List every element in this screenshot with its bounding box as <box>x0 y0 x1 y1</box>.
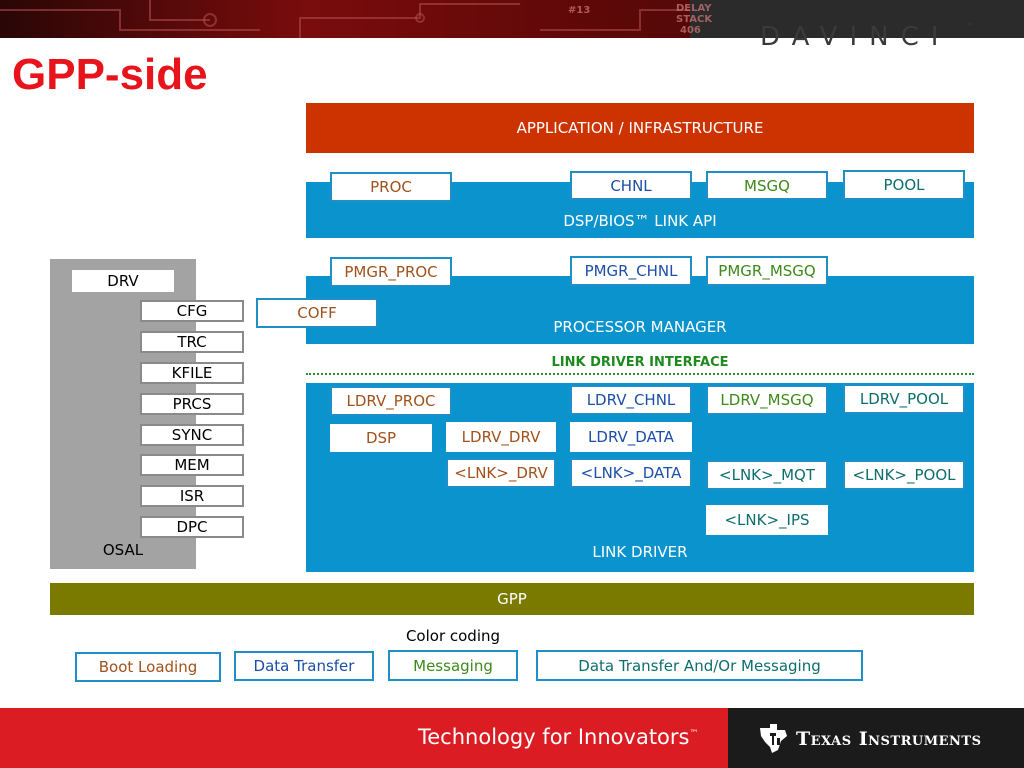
tagline-text: Technology for Innovators <box>418 725 690 749</box>
module-isr: ISR <box>140 485 244 507</box>
module-cfg: CFG <box>140 300 244 322</box>
header-dark-panel: DELAY STACK 406 <box>676 0 1024 38</box>
processor-manager-layer: PROCESSOR MANAGER <box>306 276 974 344</box>
stencil-line-3: 406 <box>680 25 701 36</box>
module-lnk-data: <LNK>_DATA <box>570 458 692 488</box>
gpp-layer-label: GPP <box>497 590 527 608</box>
module-chnl: CHNL <box>570 171 692 200</box>
module-prcs: PRCS <box>140 393 244 415</box>
module-lnk-pool: <LNK>_POOL <box>843 460 965 490</box>
legend-data-transfer: Data Transfer <box>234 651 374 681</box>
module-ldrv-drv: LDRV_DRV <box>446 422 556 452</box>
footer-tagline: Technology for Innovators™ <box>418 725 698 749</box>
link-driver-label: LINK DRIVER <box>592 543 688 561</box>
company-name-text: Texas Instruments <box>796 728 982 750</box>
link-driver-interface-label: LINK DRIVER INTERFACE <box>551 355 729 370</box>
module-kfile: KFILE <box>140 362 244 384</box>
module-sync: SYNC <box>140 424 244 446</box>
module-lnk-ips: <LNK>_IPS <box>706 505 828 535</box>
module-drv: DRV <box>72 270 174 292</box>
page-title: GPP-side <box>12 50 208 99</box>
api-layer-label: DSP/BIOS™ LINK API <box>563 212 717 230</box>
module-dsp: DSP <box>330 424 432 452</box>
module-lnk-drv: <LNK>_DRV <box>446 458 556 488</box>
module-ldrv-msgq: LDRV_MSGQ <box>706 385 828 415</box>
module-pmgr-msgq: PMGR_MSGQ <box>706 256 828 286</box>
circuit-pattern <box>0 0 690 38</box>
footer-tagline-panel <box>0 708 728 768</box>
module-pool: POOL <box>843 170 965 200</box>
stencil-line-2: STACK <box>676 14 713 25</box>
link-driver-interface-line <box>306 373 974 375</box>
stencil-left: #13 <box>568 5 591 16</box>
tagline-trademark: ™ <box>689 729 699 739</box>
module-proc: PROC <box>330 172 452 202</box>
stencil-line-1: DELAY <box>676 3 712 14</box>
legend-data-and-or-messaging: Data Transfer And/Or Messaging <box>536 650 863 681</box>
module-pmgr-chnl: PMGR_CHNL <box>570 256 692 286</box>
module-ldrv-pool: LDRV_POOL <box>843 384 965 414</box>
texas-instruments-logo-icon <box>760 724 787 753</box>
legend-boot-loading: Boot Loading <box>75 652 221 682</box>
legend-title: Color coding <box>405 627 501 645</box>
processor-manager-label: PROCESSOR MANAGER <box>553 318 727 336</box>
module-trc: TRC <box>140 331 244 353</box>
brand-logo-text: DAVINCI <box>760 22 951 52</box>
module-msgq: MSGQ <box>706 171 828 200</box>
osal-label: OSAL <box>102 541 144 559</box>
gpp-layer: GPP <box>50 583 974 615</box>
company-name: Texas Instruments <box>796 728 981 750</box>
module-ldrv-data: LDRV_DATA <box>570 422 692 452</box>
legend-messaging: Messaging <box>388 650 518 681</box>
module-pmgr-proc: PMGR_PROC <box>330 257 452 287</box>
application-layer: APPLICATION / INFRASTRUCTURE <box>306 103 974 153</box>
module-lnk-mqt: <LNK>_MQT <box>706 460 828 490</box>
module-ldrv-proc: LDRV_PROC <box>330 386 452 416</box>
application-layer-label: APPLICATION / INFRASTRUCTURE <box>516 119 764 137</box>
module-dpc: DPC <box>140 516 244 538</box>
module-mem: MEM <box>140 454 244 476</box>
module-coff: COFF <box>256 298 378 328</box>
module-ldrv-chnl: LDRV_CHNL <box>570 385 692 415</box>
brand-trademark: ™ <box>966 22 974 31</box>
